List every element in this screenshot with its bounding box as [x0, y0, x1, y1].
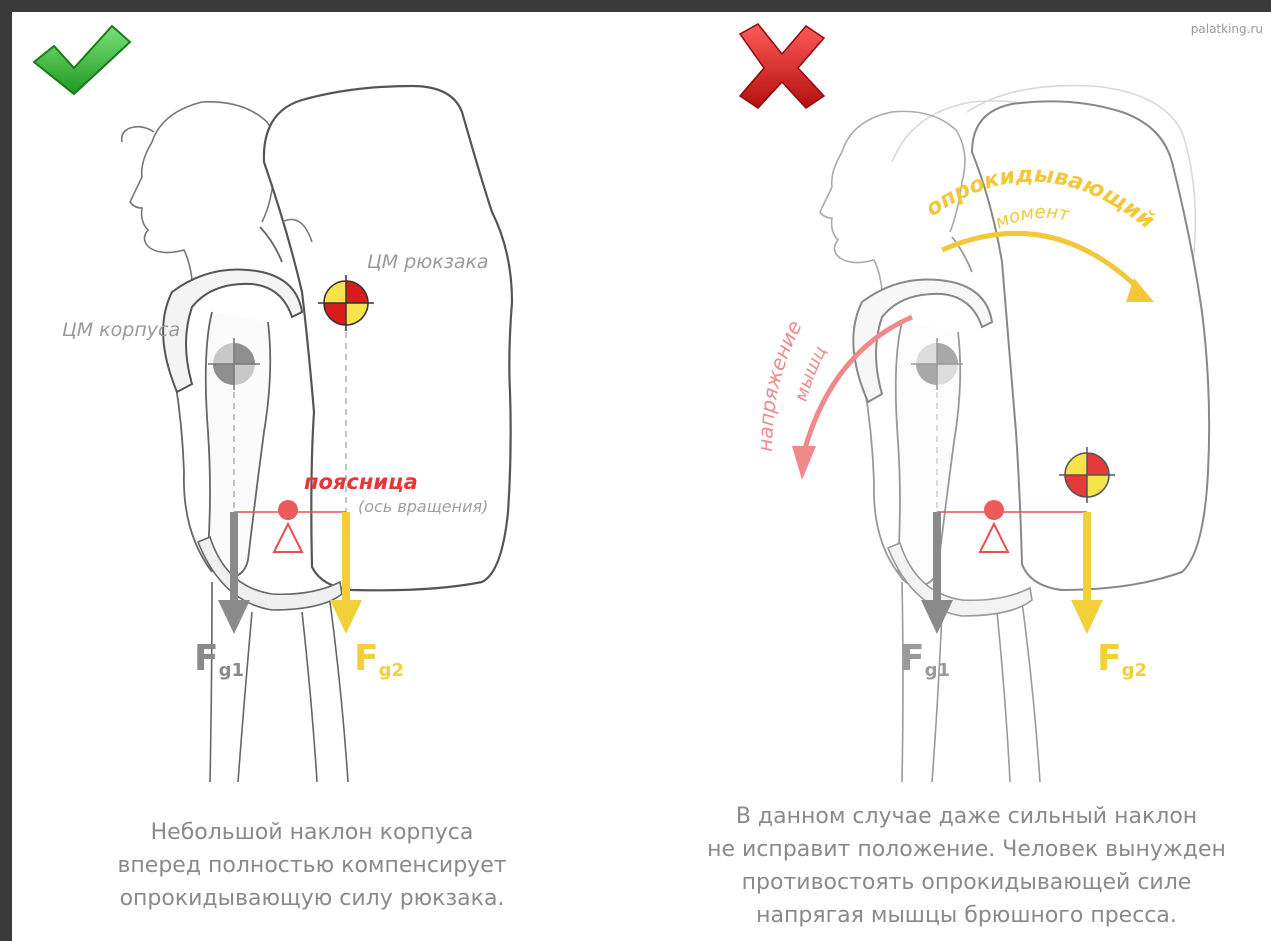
caption-right-line: В данном случае даже сильный наклон: [662, 800, 1271, 833]
label-force-body-right: Fg1: [900, 638, 950, 681]
caption-right-line: напрягая мышцы брюшного пресса.: [662, 899, 1271, 932]
label-axis: (ось вращения): [358, 497, 488, 516]
diagram-canvas: ЦМ рюкзака ЦМ корпуса поясница (ось вращ…: [12, 12, 1271, 941]
label-lumbar: поясница: [304, 470, 418, 494]
caption-right: В данном случае даже сильный наклон не и…: [662, 800, 1271, 932]
label-body-cm: ЦМ корпуса: [62, 319, 180, 341]
caption-left-line: опрокидывающую силу рюкзака.: [52, 882, 572, 915]
right-panel: опрокидывающий момент напряжение мышц Fg…: [740, 24, 1209, 782]
cross-icon: [740, 24, 824, 108]
label-force-body: Fg1: [194, 638, 244, 681]
watermark: palatking.ru: [1191, 22, 1263, 36]
caption-left: Небольшой наклон корпуса вперед полность…: [52, 816, 572, 915]
pivot-dot-right: [984, 500, 1004, 520]
pivot-triangle: [274, 524, 302, 552]
caption-right-line: не исправит положение. Человек вынужден: [662, 833, 1271, 866]
label-force-pack-right: Fg2: [1097, 638, 1147, 681]
pivot-dot: [278, 500, 298, 520]
person-head: [122, 102, 277, 280]
caption-left-line: вперед полностью компенсирует: [52, 849, 572, 882]
label-force-pack: Fg2: [354, 638, 404, 681]
label-pack-cm: ЦМ рюкзака: [367, 251, 489, 273]
left-panel: ЦМ рюкзака ЦМ корпуса поясница (ось вращ…: [34, 26, 512, 782]
caption-left-line: Небольшой наклон корпуса: [52, 816, 572, 849]
check-icon: [34, 26, 130, 94]
caption-right-line: противостоять опрокидывающей силе: [662, 866, 1271, 899]
pivot-triangle-right: [980, 524, 1008, 552]
